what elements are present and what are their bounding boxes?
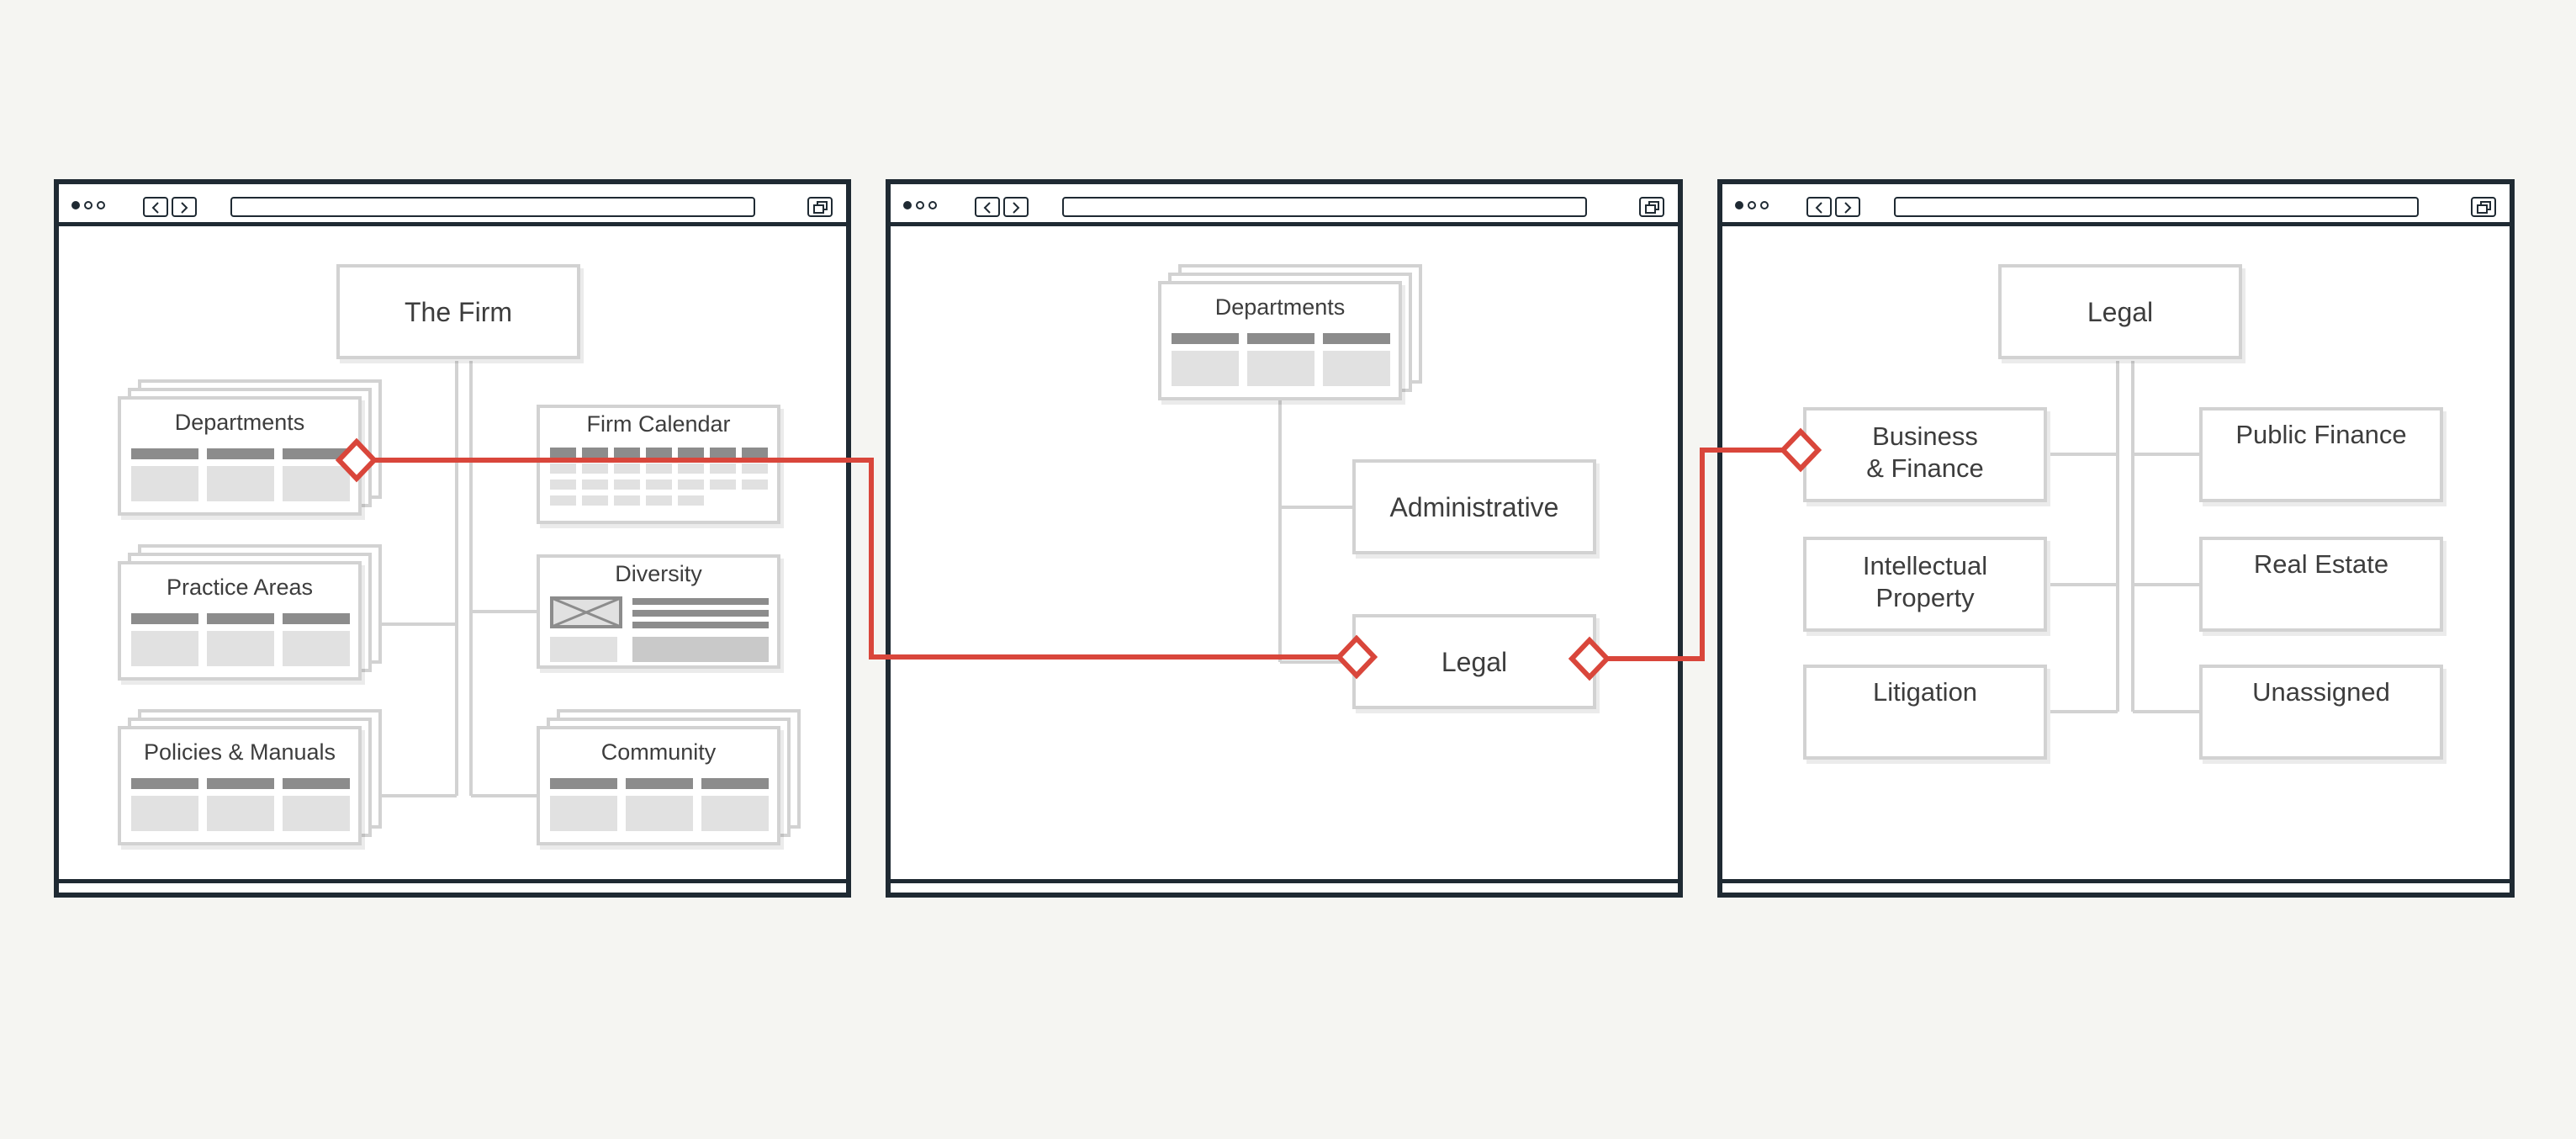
card-departments[interactable]: Departments <box>1158 281 1402 400</box>
card-public-finance[interactable]: Public Finance <box>2199 407 2443 502</box>
card-departments[interactable]: Departments <box>118 396 362 516</box>
card-title: Intellectual Property <box>1862 551 1988 612</box>
forward-arrow-icon[interactable] <box>172 197 197 217</box>
browser-window-the-firm: The Firm Departments Practice Areas Poli… <box>54 179 851 898</box>
card-title: Administrative <box>1389 491 1559 522</box>
card-intellectual-property[interactable]: Intellectual Property <box>1803 537 2047 632</box>
card-firm-calendar[interactable]: Firm Calendar <box>537 405 780 524</box>
copy-window-icon[interactable] <box>2471 197 2496 217</box>
card-title: Departments <box>1214 294 1346 320</box>
card-title: Public Finance <box>2235 420 2407 449</box>
window-dots-icon <box>1735 201 1775 213</box>
copy-window-icon[interactable] <box>807 197 833 217</box>
card-diversity[interactable]: Diversity <box>537 554 780 669</box>
card-unassigned[interactable]: Unassigned <box>2199 665 2443 760</box>
browser-toolbar <box>891 184 1678 226</box>
back-arrow-icon[interactable] <box>143 197 168 217</box>
card-community[interactable]: Community <box>537 726 780 845</box>
card-the-firm[interactable]: The Firm <box>336 264 580 359</box>
browser-footer <box>1722 879 2510 893</box>
browser-toolbar <box>1722 184 2510 226</box>
browser-footer <box>59 879 846 893</box>
window-dots-icon <box>903 201 944 213</box>
card-legal-root[interactable]: Legal <box>1998 264 2242 359</box>
back-arrow-icon[interactable] <box>975 197 1000 217</box>
card-title: Community <box>600 739 717 765</box>
card-title: Departments <box>174 410 305 435</box>
browser-toolbar <box>59 184 846 226</box>
card-litigation[interactable]: Litigation <box>1803 665 2047 760</box>
address-bar[interactable] <box>1894 197 2419 217</box>
image-placeholder-icon <box>550 596 622 628</box>
window-dots-icon <box>71 201 112 213</box>
card-title: Real Estate <box>2253 549 2389 579</box>
card-policies-manuals[interactable]: Policies & Manuals <box>118 726 362 845</box>
card-title: Policies & Manuals <box>143 739 336 765</box>
forward-arrow-icon[interactable] <box>1003 197 1029 217</box>
card-real-estate[interactable]: Real Estate <box>2199 537 2443 632</box>
copy-window-icon[interactable] <box>1639 197 1664 217</box>
card-title: Business & Finance <box>1866 421 1984 483</box>
card-legal[interactable]: Legal <box>1352 614 1596 709</box>
card-title: Unassigned <box>2252 677 2390 707</box>
back-arrow-icon[interactable] <box>1806 197 1832 217</box>
card-practice-areas[interactable]: Practice Areas <box>118 561 362 681</box>
address-bar[interactable] <box>230 197 755 217</box>
card-title: Litigation <box>1872 677 1978 707</box>
card-title: The Firm <box>405 296 512 327</box>
card-title: Practice Areas <box>166 575 314 600</box>
card-title: Firm Calendar <box>586 411 731 437</box>
browser-footer <box>891 879 1678 893</box>
card-business-finance[interactable]: Business & Finance <box>1803 407 2047 502</box>
card-administrative[interactable]: Administrative <box>1352 459 1596 554</box>
address-bar[interactable] <box>1062 197 1587 217</box>
forward-arrow-icon[interactable] <box>1835 197 1860 217</box>
card-title: Diversity <box>615 561 702 586</box>
card-title: Legal <box>1441 646 1508 677</box>
card-title: Legal <box>2087 296 2154 327</box>
browser-window-departments: Departments Administrative Legal <box>886 179 1683 898</box>
browser-window-legal: Legal Business & Finance Intellectual Pr… <box>1717 179 2515 898</box>
